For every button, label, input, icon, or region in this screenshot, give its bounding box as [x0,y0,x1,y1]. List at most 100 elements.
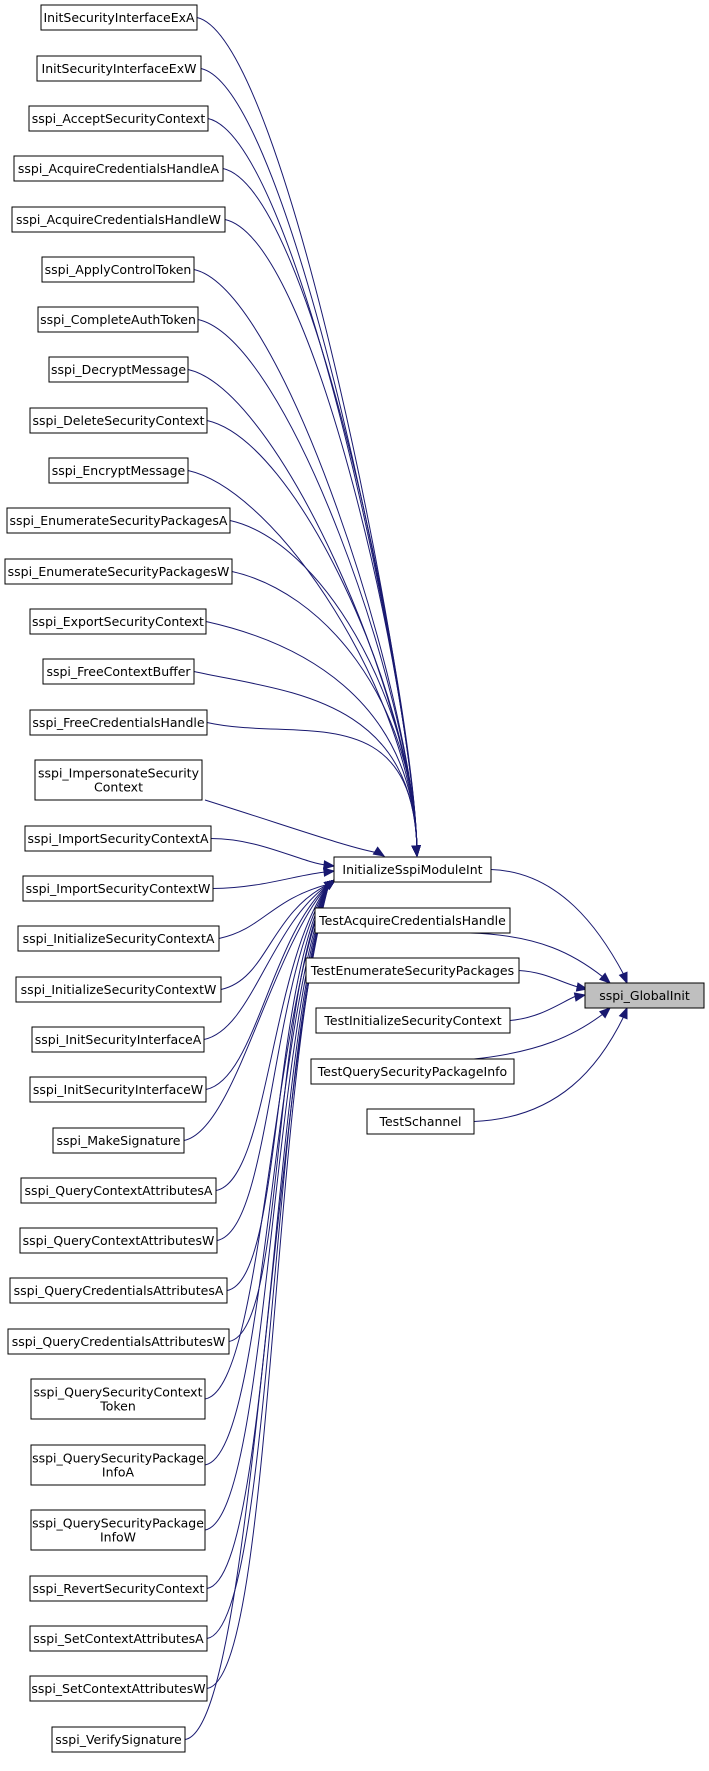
node-sspi-query-credentials-attributes-w-label: sspi_QueryCredentialsAttributesW [12,1334,226,1349]
node-sspi-set-context-attributes-a-box [29,1625,208,1652]
edge-sspi-query-security-context-token-to-hub [204,883,330,1400]
edge-test-initialize-security-context-to-root [509,995,577,1021]
node-sspi-acquire-credentials-handle-w-box [11,206,226,233]
node-sspi-free-credentials-handle[interactable]: sspi_FreeCredentialsHandle [29,709,208,736]
node-sspi-initialize-security-context-w-label: sspi_InitializeSecurityContextW [21,982,217,997]
node-sspi-decrypt-message-box [48,356,189,383]
node-sspi-initialize-security-context-w[interactable]: sspi_InitializeSecurityContextW [15,976,222,1003]
node-sspi-accept-security-context-box [28,105,209,132]
node-sspi-encrypt-message[interactable]: sspi_EncryptMessage [48,457,189,484]
node-sspi-verify-signature-box [51,1726,186,1753]
node-test-query-security-package-info[interactable]: TestQuerySecurityPackageInfo [310,1058,515,1085]
node-sspi-query-security-package-info-a-label: sspi_QuerySecurityPackage [32,1451,204,1466]
node-test-schannel[interactable]: TestSchannel [366,1108,475,1135]
node-sspi-enumerate-security-packages-w[interactable]: sspi_EnumerateSecurityPackagesW [4,558,233,585]
node-sspi-make-signature-label: sspi_MakeSignature [57,1133,181,1148]
node-sspi-complete-auth-token[interactable]: sspi_CompleteAuthToken [37,306,199,333]
edge-sspi-delete-security-context-to-hub [206,420,418,849]
node-sspi-set-context-attributes-w[interactable]: sspi_SetContextAttributesW [29,1675,208,1702]
node-test-enumerate-security-packages-label: TestEnumerateSecurityPackages [310,963,514,978]
edge-test-acquire-credentials-handle-to-root [469,932,604,978]
node-sspi-query-credentials-attributes-w[interactable]: sspi_QueryCredentialsAttributesW [7,1328,230,1355]
node-initialize-sspi-module-int[interactable]: InitializeSspiModuleInt [333,856,492,883]
edge-test-schannel-to-root [473,1015,625,1122]
node-test-enumerate-security-packages-box [305,957,520,984]
node-sspi-query-security-context-token-box [30,1378,206,1420]
node-test-acquire-credentials-handle[interactable]: TestAcquireCredentialsHandle [314,907,511,934]
node-sspi-encrypt-message-box [48,457,189,484]
node-init-security-interface-ex-a[interactable]: InitSecurityInterfaceExA [40,4,198,31]
node-sspi-initialize-security-context-a[interactable]: sspi_InitializeSecurityContextA [17,925,220,952]
edge-sspi-import-security-context-a-to-hub [210,838,327,866]
node-sspi-free-context-buffer[interactable]: sspi_FreeContextBuffer [42,658,195,685]
node-sspi-import-security-context-a-box [24,825,212,852]
node-sspi-query-context-attributes-w-label: sspi_QueryContextAttributesW [23,1233,215,1248]
node-init-security-interface-ex-a-label: InitSecurityInterfaceExA [43,10,195,25]
node-sspi-decrypt-message[interactable]: sspi_DecryptMessage [48,356,189,383]
node-sspi-import-security-context-a[interactable]: sspi_ImportSecurityContextA [24,825,212,852]
node-sspi-query-security-package-info-w-label: InfoW [100,1530,136,1545]
node-sspi-acquire-credentials-handle-a[interactable]: sspi_AcquireCredentialsHandleA [13,155,224,182]
node-sspi-export-security-context-label: sspi_ExportSecurityContext [32,614,204,629]
node-sspi-make-signature-box [52,1127,185,1154]
node-sspi-init-security-interface-w[interactable]: sspi_InitSecurityInterfaceW [29,1076,207,1103]
node-sspi-query-context-attributes-a-label: sspi_QueryContextAttributesA [25,1183,213,1198]
node-sspi-import-security-context-w-label: sspi_ImportSecurityContextW [26,881,211,896]
node-test-query-security-package-info-box [310,1058,515,1085]
node-sspi-query-credentials-attributes-w-box [7,1328,230,1355]
node-sspi-enumerate-security-packages-a[interactable]: sspi_EnumerateSecurityPackagesA [6,507,231,534]
node-sspi-query-context-attributes-w[interactable]: sspi_QueryContextAttributesW [19,1227,218,1254]
node-sspi-query-security-package-info-w-box [30,1509,206,1551]
node-init-security-interface-ex-w[interactable]: InitSecurityInterfaceExW [36,55,202,82]
node-init-security-interface-ex-a-box [40,4,198,31]
edge-test-enumerate-security-packages-to-root [518,970,579,988]
node-sspi-query-credentials-attributes-a[interactable]: sspi_QueryCredentialsAttributesA [9,1277,228,1304]
node-test-initialize-security-context[interactable]: TestInitializeSecurityContext [315,1007,511,1034]
node-initialize-sspi-module-int-label: InitializeSspiModuleInt [342,862,482,877]
edge-sspi-initialize-security-context-a-to-hub [218,883,330,939]
edge-sspi-set-context-attributes-a-to-hub [206,883,330,1639]
edge-sspi-enumerate-security-packages-w-to-hub [231,571,418,849]
node-sspi-query-credentials-attributes-a-box [9,1277,228,1304]
edge-test-acquire-credentials-handle-to-root-arrowhead [598,972,612,984]
node-sspi-delete-security-context[interactable]: sspi_DeleteSecurityContext [29,407,208,434]
node-sspi-free-credentials-handle-box [29,709,208,736]
edge-test-schannel-to-root-arrowhead [618,1006,628,1020]
node-sspi-make-signature[interactable]: sspi_MakeSignature [52,1127,185,1154]
node-sspi-export-security-context[interactable]: sspi_ExportSecurityContext [29,608,207,635]
node-sspi-apply-control-token[interactable]: sspi_ApplyControlToken [41,256,195,283]
node-sspi-impersonate-security-context-label: sspi_ImpersonateSecurity [38,766,200,781]
node-sspi-init-security-interface-a[interactable]: sspi_InitSecurityInterfaceA [31,1026,205,1053]
node-sspi-global-init[interactable]: sspi_GlobalInit [584,982,705,1009]
edge-sspi-free-credentials-handle-to-hub [206,722,418,849]
node-sspi-acquire-credentials-handle-w[interactable]: sspi_AcquireCredentialsHandleW [11,206,226,233]
edge-sspi-query-context-attributes-a-to-hub [215,883,330,1191]
node-sspi-set-context-attributes-a[interactable]: sspi_SetContextAttributesA [29,1625,208,1652]
edge-sspi-impersonate-security-context-to-hub-arrowhead [372,846,386,857]
node-sspi-initialize-security-context-a-box [17,925,220,952]
edge-sspi-query-credentials-attributes-w-to-hub [228,883,330,1342]
node-sspi-free-context-buffer-label: sspi_FreeContextBuffer [46,664,191,679]
node-sspi-enumerate-security-packages-w-box [4,558,233,585]
node-sspi-query-context-attributes-a[interactable]: sspi_QueryContextAttributesA [20,1177,217,1204]
node-sspi-accept-security-context[interactable]: sspi_AcceptSecurityContext [28,105,209,132]
edge-sspi-init-security-interface-w-to-hub [205,883,330,1090]
node-sspi-import-security-context-w[interactable]: sspi_ImportSecurityContextW [22,875,214,902]
node-test-enumerate-security-packages[interactable]: TestEnumerateSecurityPackages [305,957,520,984]
edge-sspi-make-signature-to-hub [183,883,330,1141]
node-sspi-encrypt-message-label: sspi_EncryptMessage [52,463,186,478]
node-sspi-initialize-security-context-a-label: sspi_InitializeSecurityContextA [23,931,215,946]
node-sspi-verify-signature[interactable]: sspi_VerifySignature [51,1726,186,1753]
node-sspi-set-context-attributes-a-label: sspi_SetContextAttributesA [33,1631,204,1646]
node-sspi-revert-security-context[interactable]: sspi_RevertSecurityContext [29,1575,208,1602]
node-init-security-interface-ex-w-label: InitSecurityInterfaceExW [42,61,197,76]
node-sspi-init-security-interface-w-box [29,1076,207,1103]
edge-test-initialize-security-context-to-root-arrowhead [573,992,587,1002]
edge-sspi-import-security-context-w-to-hub-arrowhead [323,867,336,877]
node-sspi-apply-control-token-label: sspi_ApplyControlToken [45,262,192,277]
